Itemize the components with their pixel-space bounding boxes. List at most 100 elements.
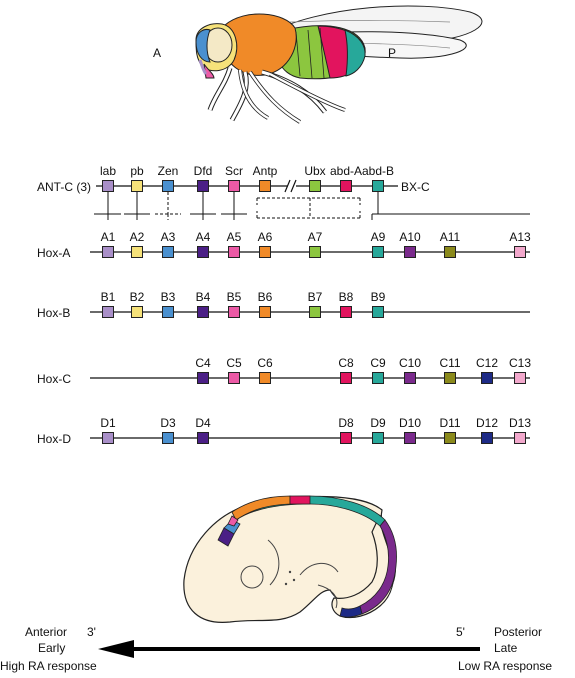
hox-gene-box-b6 [259,306,271,318]
hox-gene-box-b5 [228,306,240,318]
hox-gene-box-c11 [444,372,456,384]
hox-gene-label: C8 [338,356,354,370]
hox-gene-label: A9 [371,230,386,244]
mouse-embryo-illustration [183,495,397,623]
fly-gene-box-ubx [309,180,321,192]
hox-gene-box-d9 [372,432,384,444]
hox-gene-box-d12 [481,432,493,444]
hox-gene-box-c10 [404,372,416,384]
hox-gene-label: A6 [258,230,273,244]
hox-gene-label: D4 [195,416,211,430]
hox-gene-label: D12 [476,416,498,430]
hox-gene-box-b9 [372,306,384,318]
hox-gene-label: D11 [439,416,460,430]
fruit-fly-illustration [195,5,483,124]
hox-gene-label: A3 [161,230,176,244]
hox-gene-label: C5 [226,356,242,370]
axis-5-prime-label: 5' [456,625,465,639]
fly-gene-label: Scr [225,164,243,178]
axis-3-prime-label: 3' [87,625,96,639]
hox-gene-box-a1 [102,246,114,258]
hox-gene-label: B1 [101,290,116,304]
hox-gene-label: C13 [509,356,531,370]
hox-gene-box-b8 [340,306,352,318]
hox-gene-box-a3 [162,246,174,258]
hox-gene-label: B2 [130,290,145,304]
homology-connectors [94,192,530,220]
fly-gene-box-pb [131,180,143,192]
hox-gene-label: C4 [195,356,211,370]
hox-gene-label: D1 [100,416,116,430]
fly-gene-box-dfd [197,180,209,192]
hox-gene-label: D9 [370,416,386,430]
hox-gene-box-c6 [259,372,271,384]
hox-gene-box-a4 [197,246,209,258]
hox-gene-box-b2 [131,306,143,318]
fly-gene-box-scr [228,180,240,192]
hox-gene-box-c13 [514,372,526,384]
axis-high-ra-label: High RA response [0,659,97,673]
hox-gene-box-c4 [197,372,209,384]
hox-gene-label: A10 [399,230,421,244]
hox-gene-box-d3 [162,432,174,444]
hox-gene-box-a6 [259,246,271,258]
hox-gene-box-d11 [444,432,456,444]
fly-gene-box-abd-b [372,180,384,192]
hox-gene-label: A13 [509,230,531,244]
hox-gene-box-a11 [444,246,456,258]
hox-gene-box-d8 [340,432,352,444]
fly-gene-box-abd-a [340,180,352,192]
hox-gene-box-a13 [514,246,526,258]
axis-anterior-label: Anterior [25,625,67,639]
hox-gene-label: C12 [476,356,498,370]
hox-gene-box-c12 [481,372,493,384]
hox-gene-label: C6 [257,356,273,370]
fly-posterior-label: P [388,46,396,60]
fly-gene-label: Dfd [194,164,213,178]
fly-gene-label: abd-A [330,164,362,178]
fly-anterior-label: A [153,46,161,60]
fly-gene-label: abd-B [362,164,394,178]
hox-gene-label: D10 [399,416,421,430]
hox-gene-box-d4 [197,432,209,444]
fly-gene-label: Ubx [304,164,325,178]
axis-late-label: Late [494,641,518,655]
hox-gene-label: A2 [130,230,145,244]
fly-gene-label: Antp [253,164,278,178]
fly-gene-box-zen [162,180,174,192]
hox-gene-label: B9 [371,290,386,304]
chromosome-break-icon [284,179,297,193]
hox-gene-label: B8 [339,290,354,304]
hox-gene-box-d1 [102,432,114,444]
hox-gene-label: D8 [338,416,354,430]
hox-gene-label: D3 [160,416,176,430]
anterior-posterior-arrow [98,640,480,658]
hox-gene-box-d13 [514,432,526,444]
hox-gene-label: A7 [308,230,323,244]
hox-gene-box-b1 [102,306,114,318]
hox-gene-label: A5 [227,230,242,244]
axis-low-ra-label: Low RA response [458,659,552,673]
fly-gene-label: pb [130,164,144,178]
hox-gene-label: B4 [196,290,211,304]
hox-cluster-label: Hox-C [37,372,71,386]
hox-gene-box-b7 [309,306,321,318]
hox-gene-label: C10 [399,356,421,370]
fly-gene-box-lab [102,180,114,192]
hox-gene-box-b4 [197,306,209,318]
hox-gene-box-b3 [162,306,174,318]
fly-gene-box-antp [259,180,271,192]
hox-gene-box-a5 [228,246,240,258]
hox-gene-label: B3 [161,290,176,304]
fly-gene-label: lab [100,164,116,178]
hox-gene-box-a9 [372,246,384,258]
hox-gene-box-a10 [404,246,416,258]
hox-gene-box-c8 [340,372,352,384]
hox-gene-label: A1 [101,230,116,244]
hox-gene-label: A4 [196,230,211,244]
hox-gene-label: B7 [308,290,323,304]
hox-gene-box-a7 [309,246,321,258]
